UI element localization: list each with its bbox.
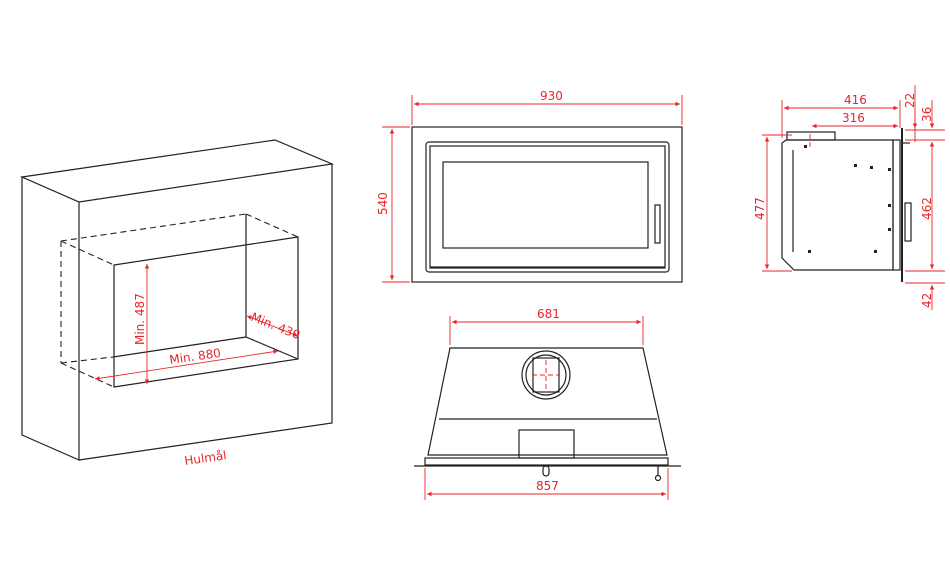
top-view: 681 857 (414, 307, 681, 500)
side-view: 416 316 477 22 36 462 42 (753, 85, 945, 310)
niche-isometric-view: Min. 487 Min. 880 Min. 430 Hulmål (19, 139, 335, 468)
height-462-label: 462 (920, 197, 934, 220)
front-view: 930 540 (376, 89, 683, 283)
depth-316-label: 316 (842, 111, 865, 125)
niche-caption: Hulmål (183, 448, 227, 468)
width-857-label: 857 (536, 479, 559, 493)
depth-416-label: 416 (844, 93, 867, 107)
min-height-label: Min. 487 (133, 293, 147, 345)
width-930-label: 930 (540, 89, 563, 103)
height-540-label: 540 (376, 192, 390, 215)
door-handle (654, 204, 661, 244)
height-477-label: 477 (753, 197, 767, 220)
offset-22-label: 22 (903, 93, 917, 108)
min-depth-label: Min. 430 (249, 310, 302, 342)
min-depth-dimension (246, 315, 299, 337)
gap-36-label: 36 (920, 107, 934, 122)
width-681-label: 681 (537, 307, 560, 321)
min-width-dimension (94, 349, 279, 381)
offset-42-label: 42 (920, 293, 934, 308)
